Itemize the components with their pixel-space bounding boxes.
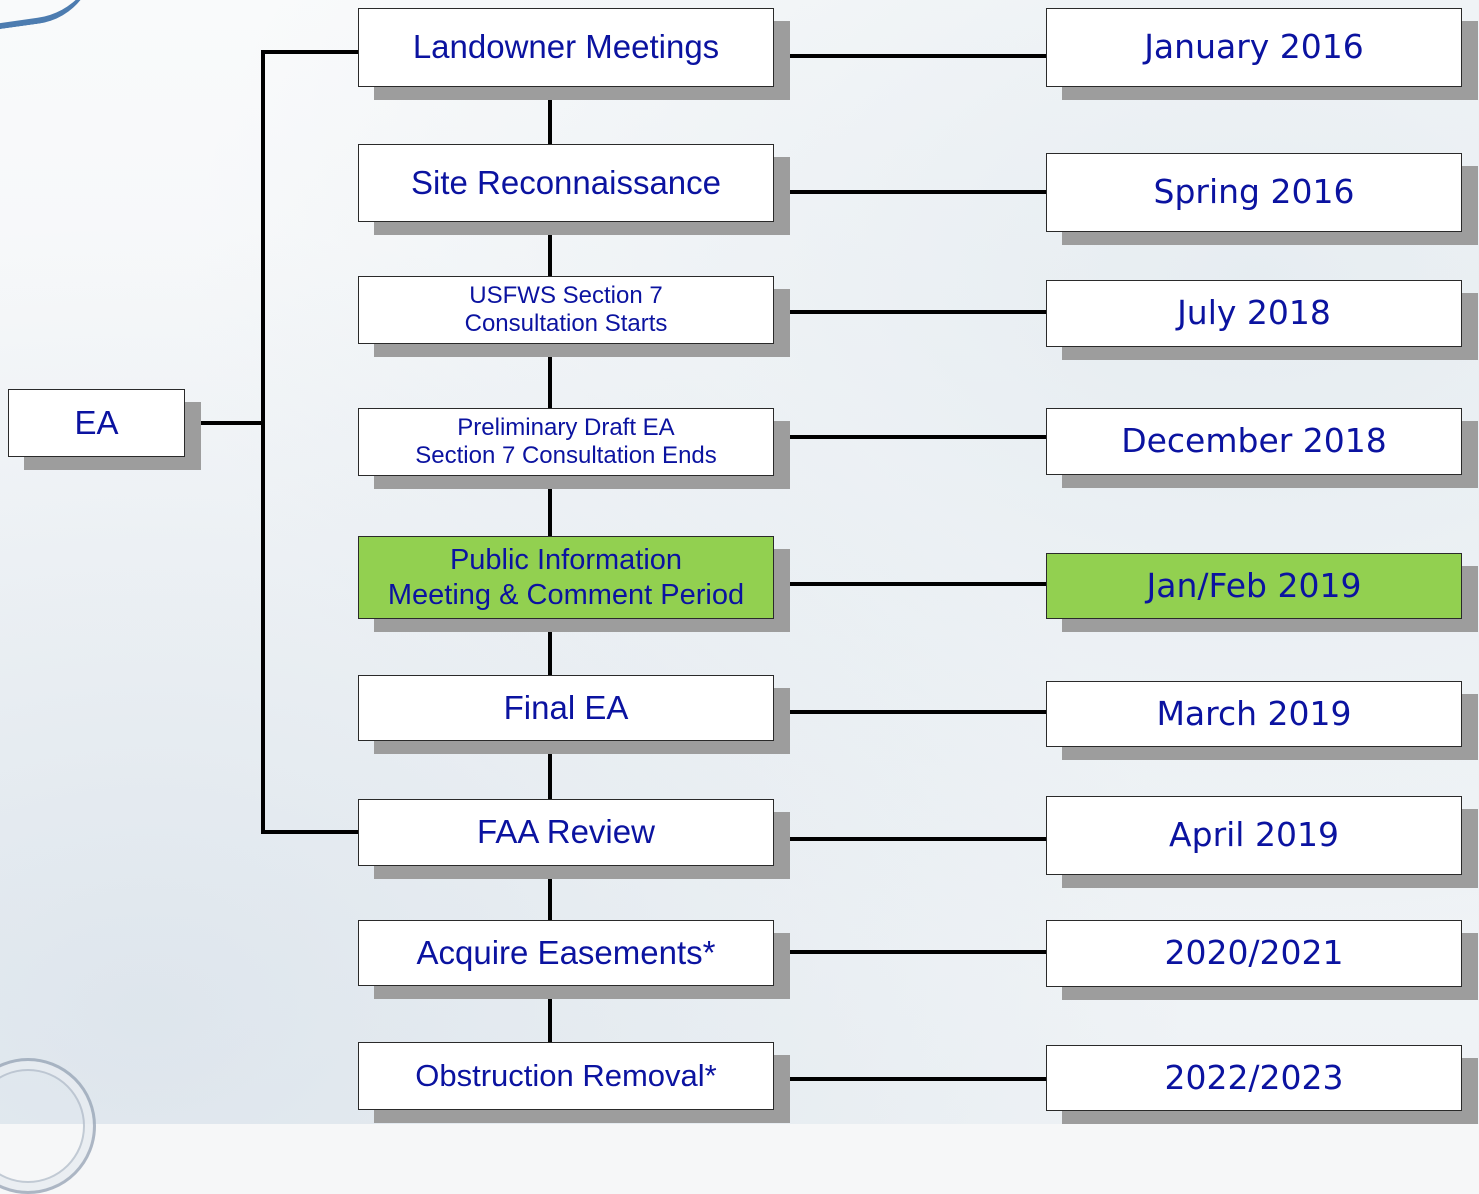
date-march-2019: March 2019 [1046, 681, 1462, 747]
connector-lines [185, 50, 1046, 1081]
step-label: Obstruction Removal* [415, 1057, 717, 1093]
step-label-line-2: Consultation Starts [464, 310, 668, 337]
step-public-information-meeting: Public Information Meeting & Comment Per… [358, 536, 774, 619]
step-preliminary-draft-ea: Preliminary Draft EA Section 7 Consultat… [358, 408, 774, 476]
step-usfws-section-7-starts: USFWS Section 7 Consultation Starts [358, 276, 774, 344]
step-label: Site Reconnaissance [410, 163, 722, 201]
date-july-2018: July 2018 [1046, 280, 1462, 347]
step-label-line-2: Section 7 Consultation Ends [415, 442, 717, 469]
date-label: January 2016 [1144, 27, 1364, 67]
date-label: 2020/2021 [1164, 933, 1344, 973]
step-label: Acquire Easements* [416, 933, 716, 971]
step-obstruction-removal: Obstruction Removal* [358, 1042, 774, 1110]
date-label: December 2018 [1121, 421, 1387, 461]
step-label: Landowner Meetings [412, 28, 720, 66]
date-label: 2022/2023 [1164, 1057, 1344, 1097]
date-spring-2016: Spring 2016 [1046, 153, 1462, 232]
step-site-reconnaissance: Site Reconnaissance [358, 144, 774, 222]
root-label: EA [74, 403, 119, 441]
step-acquire-easements: Acquire Easements* [358, 920, 774, 986]
date-label: July 2018 [1177, 293, 1331, 333]
step-label-line-1: USFWS Section 7 [469, 281, 663, 309]
step-label: Final EA [503, 688, 629, 726]
date-jan-feb-2019: Jan/Feb 2019 [1046, 553, 1462, 619]
date-label: Jan/Feb 2019 [1146, 565, 1362, 605]
date-april-2019: April 2019 [1046, 796, 1462, 875]
step-label-line-1: Preliminary Draft EA [457, 413, 675, 441]
date-2022-2023: 2022/2023 [1046, 1045, 1462, 1111]
step-landowner-meetings: Landowner Meetings [358, 8, 774, 87]
step-label-line-2: Meeting & Comment Period [387, 578, 745, 611]
step-faa-review: FAA Review [358, 799, 774, 866]
date-label: March 2019 [1156, 693, 1352, 733]
date-2020-2021: 2020/2021 [1046, 920, 1462, 987]
root-node-ea: EA [8, 389, 185, 457]
step-label-line-1: Public Information [449, 544, 683, 577]
step-final-ea: Final EA [358, 675, 774, 741]
date-december-2018: December 2018 [1046, 408, 1462, 475]
date-january-2016: January 2016 [1046, 8, 1462, 87]
step-label: FAA Review [477, 813, 655, 851]
date-label: April 2019 [1169, 815, 1339, 855]
date-label: Spring 2016 [1153, 172, 1355, 212]
